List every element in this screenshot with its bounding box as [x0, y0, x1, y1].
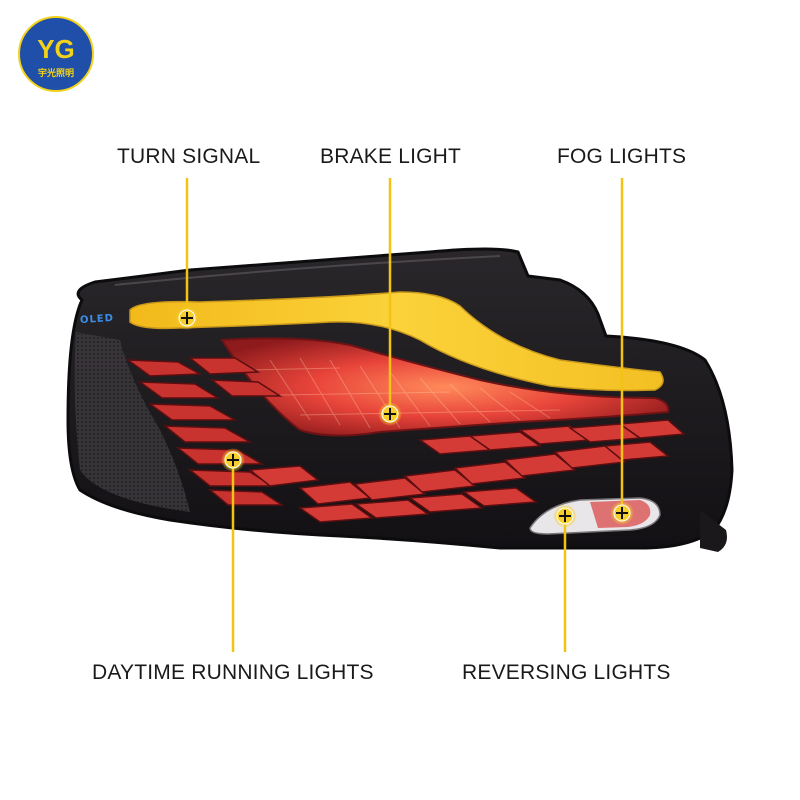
brand-name: 宇光照明 [37, 69, 74, 79]
reversing-lights-label: REVERSING LIGHTS [462, 661, 671, 684]
drl-chevrons-lower [248, 419, 686, 523]
turn-signal-label: TURN SIGNAL [117, 145, 261, 168]
brake-light-lens [220, 337, 670, 437]
mesh-panel [74, 332, 190, 512]
brand-logo: YG [18, 16, 94, 92]
brake-light-label: BRAKE LIGHT [320, 145, 462, 168]
turn-signal-strip [129, 291, 664, 392]
housing-ridge [114, 255, 501, 286]
daytime-running-lights-label: DAYTIME RUNNING LIGHTS [92, 661, 374, 684]
brand-logo-letters: YG [37, 34, 75, 64]
fog-lights-label: FOG LIGHTS [557, 145, 687, 168]
oled-chevrons-upper [125, 357, 285, 506]
oled-badge: OLED [79, 312, 115, 327]
mounting-bracket [700, 510, 727, 552]
brake-light-grid [249, 357, 561, 429]
